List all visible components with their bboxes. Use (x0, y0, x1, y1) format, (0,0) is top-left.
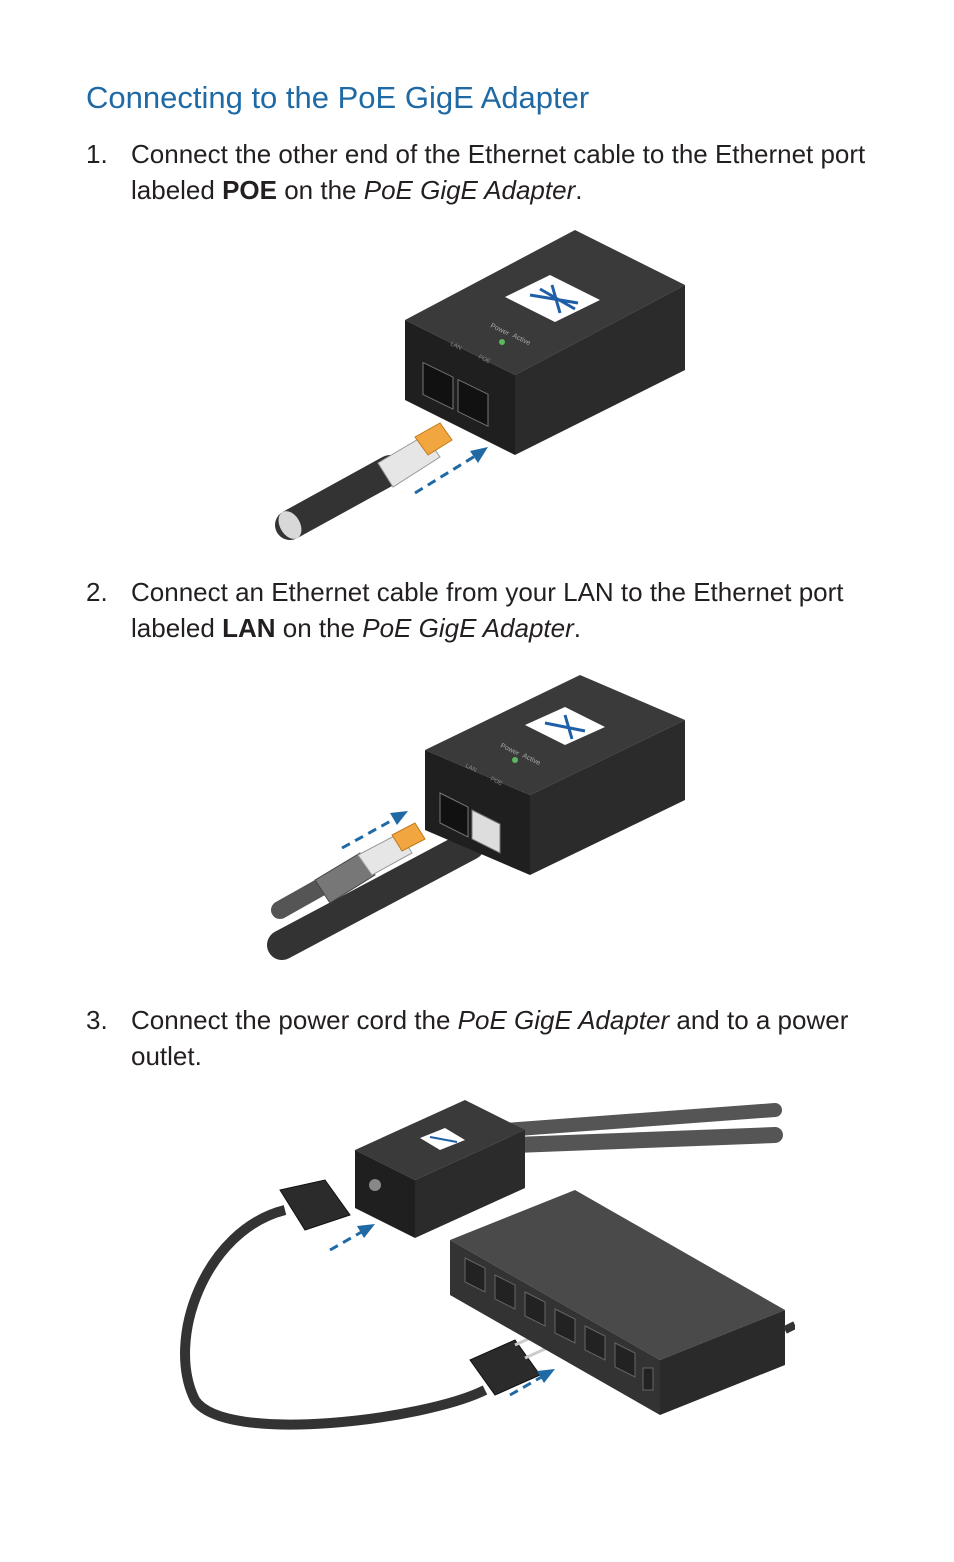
product-name: PoE GigE Adapter (363, 175, 576, 205)
power-led-icon (512, 757, 518, 763)
poe-port (457, 378, 489, 427)
ubiquiti-logo-icon (420, 1128, 465, 1150)
page-title: Connecting to the PoE GigE Adapter (86, 80, 590, 115)
power-led-icon (499, 339, 505, 345)
ac-plug-icon (469, 1333, 548, 1396)
insert-arrow-icon (414, 447, 488, 495)
outlet-icon (464, 1257, 636, 1378)
step-text: Connect the other end of the Ethernet ca… (131, 139, 866, 205)
figure-poe-port-connection: Power Active LAN POE (275, 230, 685, 540)
figure-power-connection (180, 1100, 795, 1430)
port-name: LAN (222, 613, 276, 643)
rj45-connector-icon (314, 822, 426, 904)
power-switch (642, 1367, 654, 1391)
poe-adapter-device: Power Active LAN POE (425, 675, 685, 875)
power-port-icon (369, 1179, 381, 1191)
iec-plug-icon (279, 1179, 351, 1231)
step-number: 3. (86, 1005, 108, 1035)
poe-cable (267, 830, 485, 960)
product-name: PoE GigE Adapter (457, 1005, 670, 1035)
product-name: PoE GigE Adapter (362, 613, 574, 643)
power-strip (450, 1190, 795, 1415)
poe-port (471, 809, 501, 854)
lan-label: LAN (449, 341, 462, 352)
poe-label: POE (489, 776, 503, 787)
insert-arrow-icon (509, 1369, 555, 1397)
step-text: Connect an Ethernet cable from your LAN … (131, 577, 844, 643)
lan-port (422, 361, 454, 410)
ubiquiti-logo-icon (505, 275, 600, 322)
poe-adapter-device (355, 1100, 525, 1238)
figure-lan-port-connection: Power Active LAN POE (267, 675, 685, 960)
lan-label: LAN (464, 763, 477, 774)
poe-adapter-device: Power Active LAN POE (405, 230, 685, 455)
ethernet-cable (275, 455, 405, 540)
insert-arrow-icon (341, 811, 408, 850)
insert-arrow-icon (329, 1224, 375, 1252)
ubiquiti-logo-icon (525, 707, 605, 745)
poe-label: POE (477, 354, 491, 365)
power-cord (180, 1205, 488, 1430)
step-number: 1. (86, 139, 108, 169)
lan-port (439, 792, 469, 838)
step-text: Connect the power cord the PoE GigE Adap… (131, 1005, 849, 1071)
port-name: POE (222, 175, 277, 205)
step-number: 2. (86, 577, 108, 607)
rj45-connector-icon (377, 422, 453, 488)
